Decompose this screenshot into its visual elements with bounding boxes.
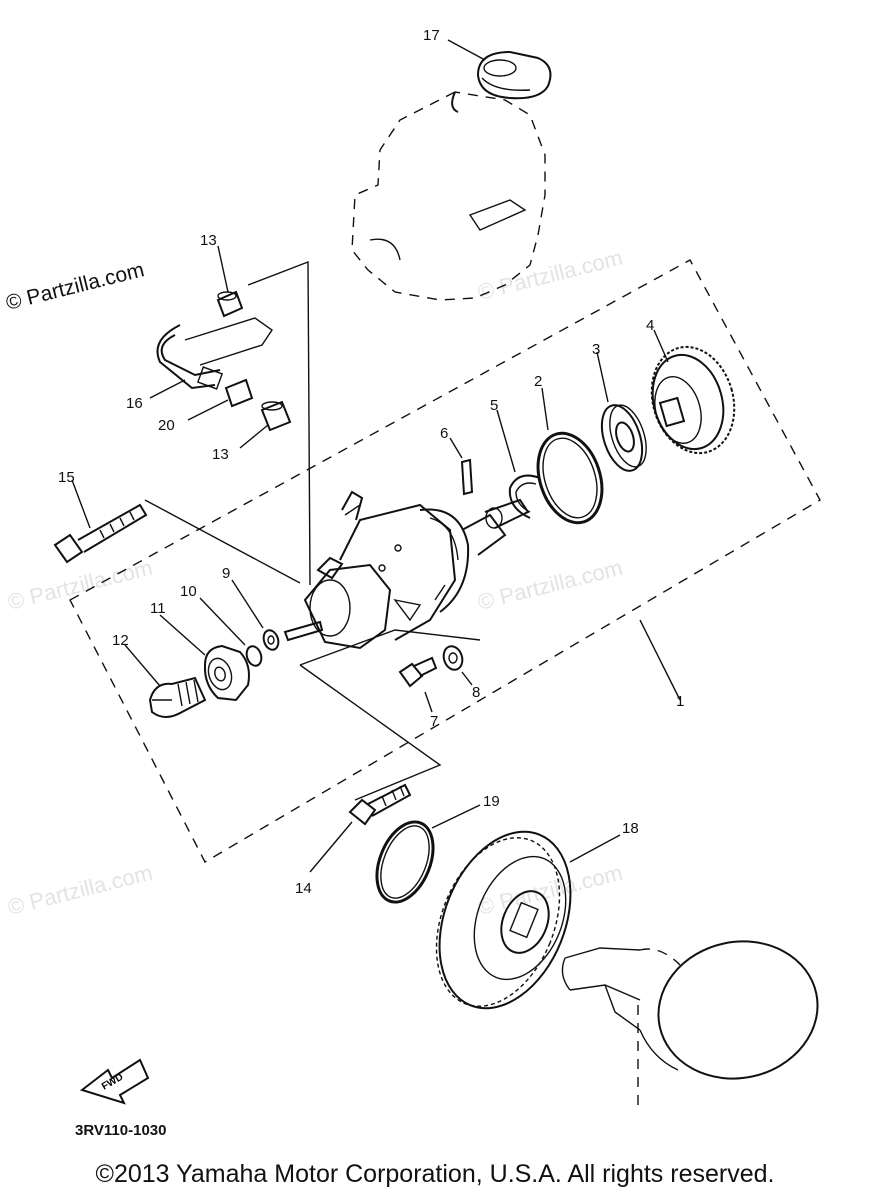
part-13-fitting-upper [216, 290, 244, 318]
crankshaft-end [561, 940, 819, 1110]
part-5-circlip [508, 474, 541, 519]
watermark: © Partzilla.com [5, 860, 155, 920]
part-18-cover [435, 830, 572, 1010]
assembly-boundary [69, 259, 821, 863]
callout-label: 7 [430, 713, 438, 730]
callout-label: 8 [472, 684, 480, 701]
callout-label: 13 [212, 446, 229, 463]
callout-label: 17 [423, 27, 440, 44]
part-9-washer [262, 629, 280, 651]
part-1-oil-pump [283, 490, 530, 650]
part-13-fitting-lower [260, 400, 292, 432]
part-8-washer [442, 645, 464, 671]
callout-label: 3 [592, 341, 600, 358]
part-14-bolt [348, 783, 412, 826]
part-10-washer [245, 645, 263, 667]
part-4-drive-gear [650, 345, 736, 455]
callout-label: 20 [158, 417, 175, 434]
part-2-o-ring [536, 431, 604, 525]
part-17-cap [476, 50, 552, 100]
fwd-arrow-icon: FWD [79, 1058, 150, 1105]
watermark: © Partzilla.com [475, 245, 625, 305]
part-6-pin [460, 458, 474, 496]
part-19-o-ring [375, 820, 435, 904]
callout-label: 10 [180, 583, 197, 600]
part-15-bolt [53, 503, 148, 564]
callout-label: 9 [222, 565, 230, 582]
callout-label: 16 [126, 395, 143, 412]
part-16-hose [156, 317, 273, 390]
watermark: © Partzilla.com [475, 860, 625, 920]
watermark: © Partzilla.com [475, 555, 625, 615]
callout-label: 1 [676, 693, 684, 710]
part-20-spacer [224, 378, 254, 408]
callout-label: 15 [58, 469, 75, 486]
fwd-label: FWD [100, 1072, 125, 1093]
callout-label: 18 [622, 820, 639, 837]
part-7-bolt [398, 656, 438, 688]
callout-label: 13 [200, 232, 217, 249]
watermark-primary: © Partzilla.com [4, 258, 147, 315]
callout-label: 19 [483, 793, 500, 810]
watermark: © Partzilla.com [5, 555, 155, 615]
callout-label: 2 [534, 373, 542, 390]
part-11-nut [203, 644, 250, 702]
callout-label: 6 [440, 425, 448, 442]
callout-label: 4 [646, 317, 654, 334]
drawing-code: 3RV110-1030 [75, 1122, 166, 1139]
part-12-bleed-screw [148, 676, 207, 718]
part-3-bearing [600, 404, 647, 472]
callout-label: 14 [295, 880, 312, 897]
oil-tank-outline [351, 91, 546, 301]
copyright-notice: ©2013 Yamaha Motor Corporation, U.S.A. A… [95, 1160, 775, 1188]
callout-label: 11 [150, 600, 166, 617]
callout-label: 5 [490, 397, 498, 414]
callout-label: 12 [112, 632, 129, 649]
